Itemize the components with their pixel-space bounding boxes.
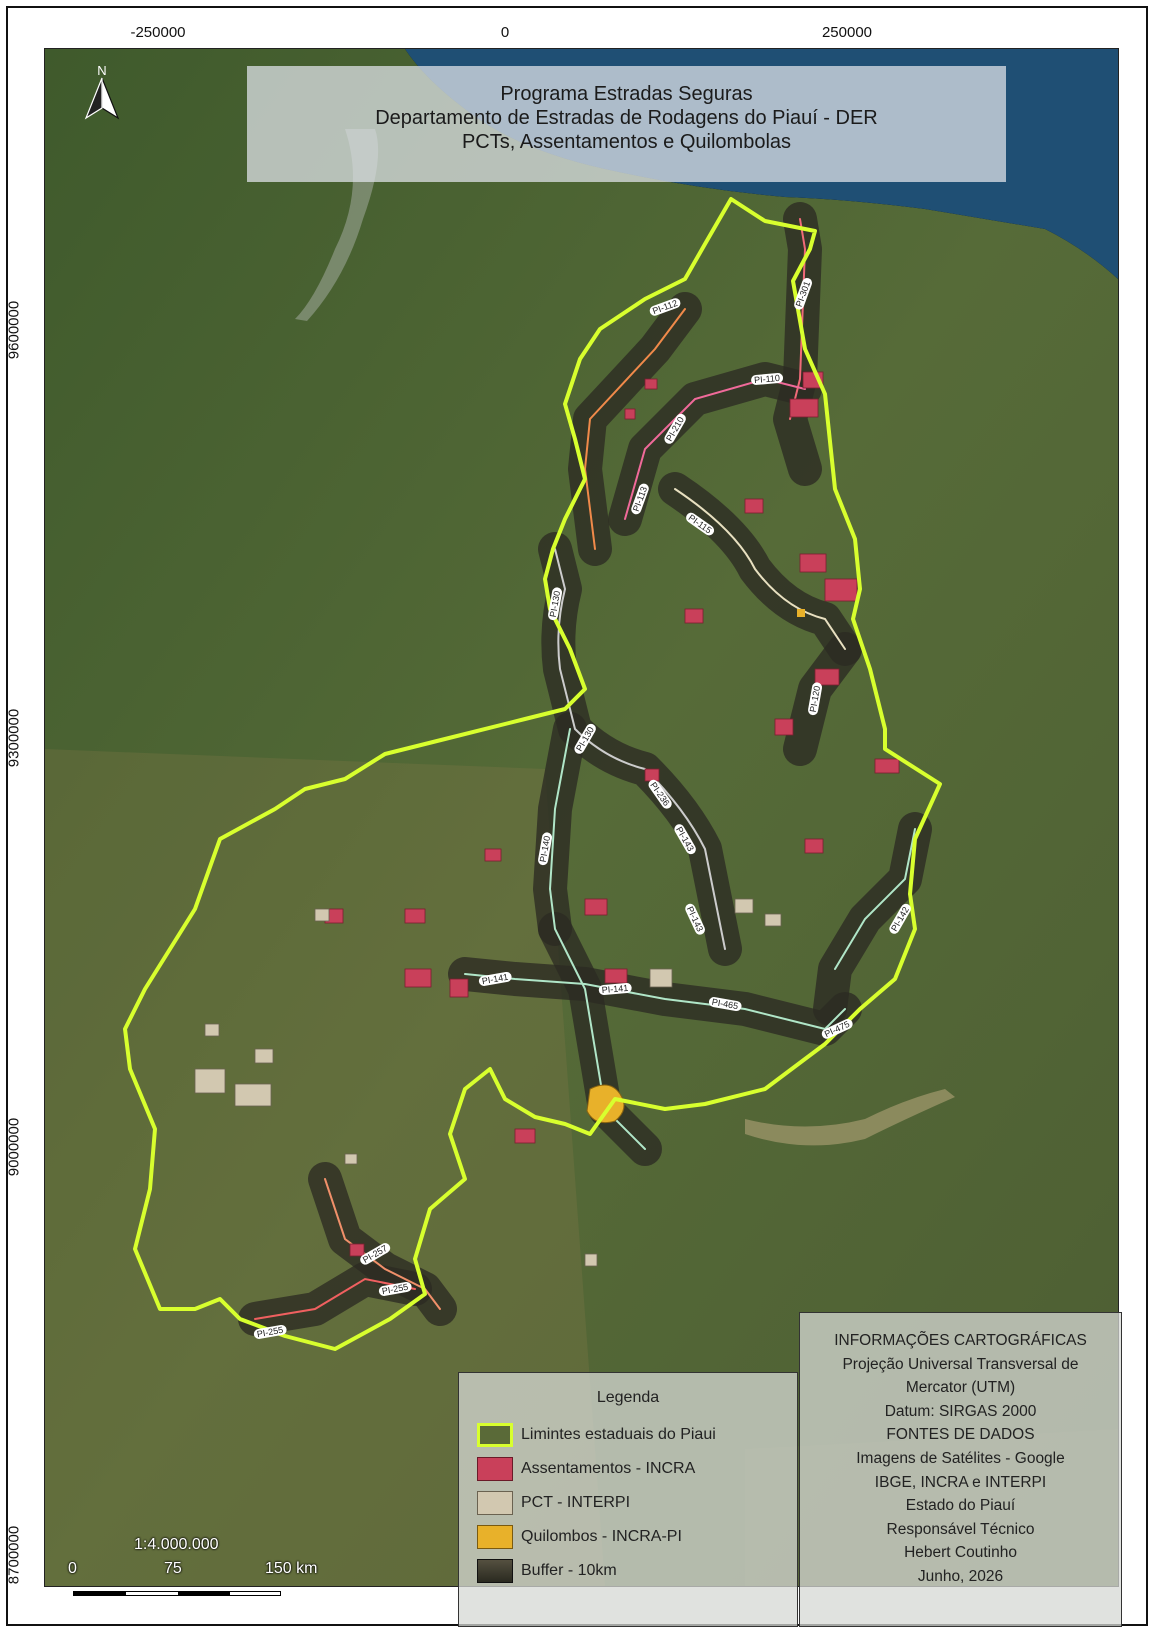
pct-patch: [734, 898, 754, 914]
carto-line: Responsável Técnico: [886, 1520, 1035, 1538]
legend-label: Limintes estaduais do Piaui: [521, 1426, 716, 1443]
assentamento-patch: [874, 758, 900, 774]
quilombo-patch: [797, 609, 805, 617]
assentamento-patch: [584, 898, 608, 916]
assentamento-patch: [684, 608, 704, 624]
assentamento-patch: [604, 968, 628, 984]
title-line-2: Departamento de Estradas de Rodagens do …: [375, 107, 878, 129]
pct-patch: [649, 968, 673, 988]
legend-label: Assentamentos - INCRA: [521, 1460, 696, 1477]
legend-item-assentamentos: Assentamentos - INCRA: [459, 1453, 797, 1487]
title-box: Programa Estradas Seguras Departamento d…: [247, 66, 1006, 182]
assentamento-patch: [799, 553, 827, 573]
pct-patch: [234, 1083, 272, 1107]
quilombo-patch: [586, 1084, 625, 1124]
scale-bar-segment: [178, 1592, 230, 1595]
grid-tick-left: 9600000: [5, 300, 23, 360]
grid-tick-left: 9300000: [5, 708, 23, 768]
grid-tick-top: 0: [500, 24, 510, 41]
road-pi-112: [583, 308, 686, 550]
legend-label: PCT - INTERPI: [521, 1494, 631, 1511]
pct-layer: [194, 898, 782, 1267]
assentamento-patch: [814, 668, 840, 686]
assentamento-patch: [449, 978, 469, 998]
assentamento-patch: [744, 498, 764, 514]
pct-patch: [584, 1253, 598, 1267]
north-arrow-icon: N: [82, 62, 122, 122]
pct-patch: [764, 913, 782, 927]
legend-swatch: [477, 1491, 513, 1515]
scale-label: 75: [164, 1560, 182, 1577]
assentamento-patch: [484, 848, 502, 862]
assentamento-patch: [404, 908, 426, 924]
assentamento-patch: [624, 408, 636, 420]
legend-label: Buffer - 10km: [521, 1562, 617, 1579]
grid-tick-top: -250000: [130, 24, 186, 41]
legend-item-boundary: Limintes estaduais do Piaui: [459, 1419, 797, 1453]
grid-tick-left: 8700000: [5, 1525, 23, 1585]
carto-line: INFORMAÇÕES CARTOGRÁFICAS: [834, 1332, 1087, 1349]
grid-tick-left: 9000000: [5, 1117, 23, 1177]
road-pi-142: [834, 828, 916, 970]
legend-item-buffer: Buffer - 10km: [459, 1555, 797, 1589]
carto-line: Mercator (UTM): [905, 1379, 1016, 1397]
assentamento-patch: [774, 718, 794, 736]
legend-item-quilombos: Quilombos - INCRA-PI: [459, 1521, 797, 1555]
carto-line: Hebert Coutinho: [904, 1544, 1017, 1562]
carto-line: Junho, 2026: [917, 1567, 1004, 1585]
scale-bar-segment: [74, 1592, 126, 1595]
legend-swatch: [477, 1457, 513, 1481]
north-arrow-icon: N: [84, 63, 120, 120]
assentamento-patch: [349, 1243, 365, 1257]
assentamento-patch: [514, 1128, 536, 1144]
pct-patch: [204, 1023, 220, 1037]
grid-tick-top: 250000: [821, 24, 873, 41]
carto-line: FONTES DE DADOS: [886, 1426, 1035, 1444]
legend-label: Quilombos - INCRA-PI: [521, 1528, 682, 1545]
pct-patch: [314, 908, 330, 922]
carto-line: Estado do Piauí: [905, 1497, 1016, 1515]
pct-patch: [344, 1153, 358, 1165]
assentamento-patch: [404, 968, 432, 988]
road-pi-257: [324, 1178, 441, 1310]
legend-item-pct: PCT - INTERPI: [459, 1487, 797, 1521]
cartographic-info: INFORMAÇÕES CARTOGRÁFICAS Projeção Unive…: [799, 1312, 1122, 1627]
carto-line: Datum: SIRGAS 2000: [884, 1402, 1037, 1420]
reservoir: [745, 1089, 955, 1146]
legend-swatch: [477, 1525, 513, 1549]
scale-label: 150 km: [265, 1560, 318, 1577]
assentamento-patch: [824, 578, 858, 602]
scale-bar: [73, 1591, 281, 1596]
legend-swatch: [477, 1559, 513, 1583]
legend: Legenda Limintes estaduais do Piaui Asse…: [458, 1372, 798, 1627]
scale-ratio: 1:4.000.000: [134, 1536, 219, 1553]
title-line-1: Programa Estradas Seguras: [500, 83, 753, 105]
legend-title: Legenda: [596, 1389, 660, 1406]
assentamento-patch: [804, 838, 824, 854]
road-pi-115: [674, 488, 846, 650]
scale-label: 0: [68, 1560, 77, 1577]
carto-line: IBGE, INCRA e INTERPI: [874, 1473, 1047, 1491]
title-line-3: PCTs, Assentamentos e Quilombolas: [461, 131, 792, 153]
assentamento-patch: [644, 378, 658, 390]
carto-line: Projeção Universal Transversal de: [842, 1355, 1079, 1373]
pct-patch: [194, 1068, 226, 1094]
assentamento-patch: [789, 398, 819, 418]
pct-patch: [254, 1048, 274, 1064]
carto-line: Imagens de Satélites - Google: [856, 1449, 1065, 1467]
north-label: N: [97, 63, 106, 78]
legend-swatch: [477, 1423, 513, 1447]
